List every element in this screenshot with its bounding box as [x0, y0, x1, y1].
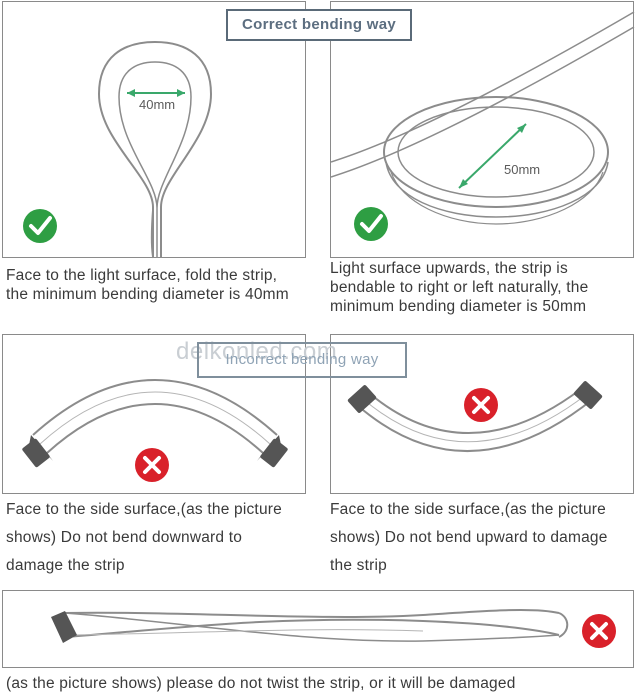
correct-right-caption: Light surface upwards, the strip is bend… — [330, 260, 589, 315]
bend-upward-illustration — [347, 381, 603, 453]
check-circle-icon — [354, 207, 388, 241]
dimension-arrow-40mm — [127, 89, 185, 97]
incorrect-left-panel — [2, 334, 306, 494]
cross-circle-icon — [464, 388, 498, 422]
cross-circle-icon — [135, 448, 169, 482]
correct-left-caption: Face to the light surface, fold the stri… — [6, 267, 289, 303]
twisted-strip-illustration — [51, 608, 616, 648]
incorrect-left-caption: Face to the side surface,(as the picture… — [6, 501, 282, 574]
correct-right-panel: 50mm — [330, 1, 635, 258]
fold-strip-illustration: 40mm — [23, 40, 213, 259]
check-circle-icon — [23, 209, 57, 243]
dimension-label: 40mm — [139, 97, 175, 112]
incorrect-right-panel — [330, 334, 634, 494]
correct-left-panel: 40mm — [2, 1, 306, 259]
coil-strip-illustration: 50mm — [331, 11, 635, 241]
correct-bending-title: Correct bending way — [226, 9, 412, 41]
incorrect-right-caption: Face to the side surface,(as the picture… — [330, 501, 608, 574]
twist-caption: (as the picture shows) please do not twi… — [6, 675, 516, 692]
dimension-arrow-50mm — [458, 123, 527, 189]
incorrect-bending-title: Incorrect bending way — [197, 342, 407, 378]
dimension-label: 50mm — [504, 162, 540, 177]
incorrect-twist-panel — [2, 590, 634, 668]
cross-circle-icon — [582, 614, 616, 648]
bend-downward-illustration — [22, 379, 288, 482]
